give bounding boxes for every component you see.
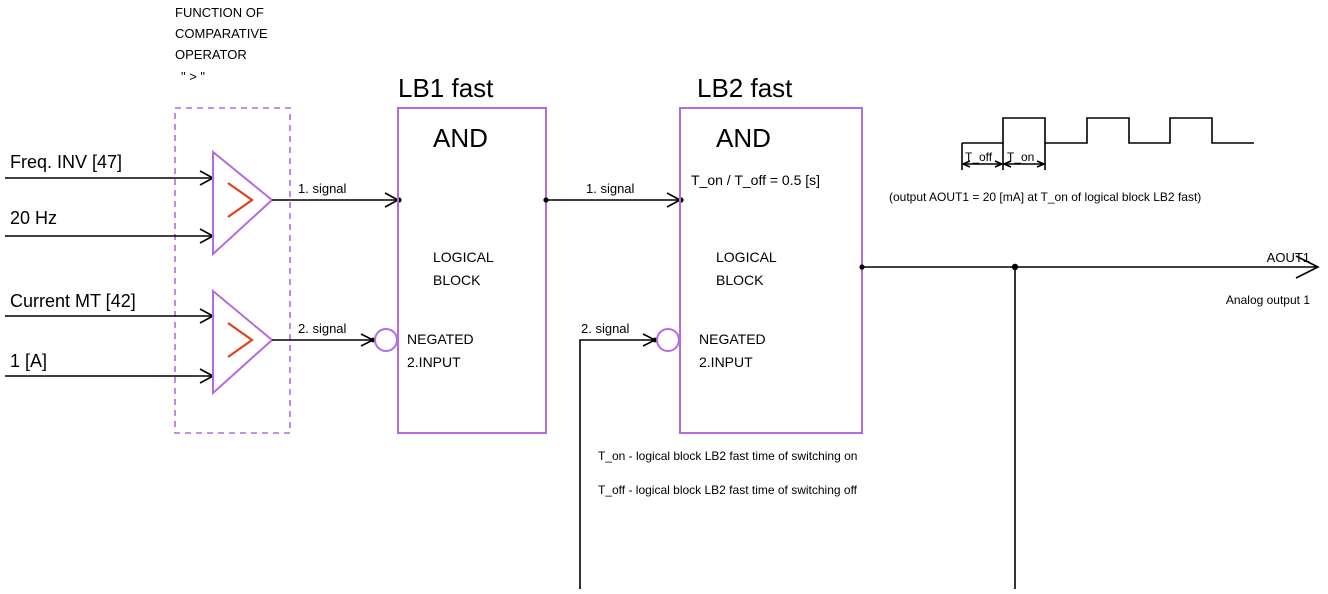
lb2-negated-line-1: NEGATED	[699, 331, 766, 347]
lb2-signal-2-label: 2. signal	[581, 321, 630, 336]
lb1-signal-1-label: 1. signal	[298, 181, 347, 196]
operator-title-line-1: FUNCTION OF	[175, 5, 264, 20]
comparator-group-frame	[174, 107, 291, 434]
greater-than-icon	[227, 182, 254, 218]
lb1-gate: AND	[433, 123, 488, 153]
t-on-arrow-left	[1001, 160, 1012, 168]
greater-than-icon	[227, 322, 254, 358]
input-labels: Freq. INV [47] 20 Hz Current MT [42] 1 […	[10, 152, 136, 371]
comparator-2	[212, 288, 274, 396]
lb1-body-line-1: LOGICAL	[433, 249, 494, 265]
aout1-label: AOUT1	[1267, 250, 1310, 265]
lb1-output-node	[543, 197, 549, 203]
lb1-title: LB1 fast	[398, 73, 494, 103]
t-on-label: T_on	[1007, 150, 1034, 164]
lb1-negation-circle	[374, 328, 398, 352]
operator-title: FUNCTION OF COMPARATIVE OPERATOR " > "	[175, 5, 268, 84]
lb1-negated-line-1: NEGATED	[407, 331, 474, 347]
legend-t-off: T_off - logical block LB2 fast time of s…	[598, 483, 858, 497]
comparator-1-triangle	[212, 149, 274, 257]
t-off-label: T_off	[965, 150, 993, 164]
output-note: (output AOUT1 = 20 [mA] at T_on of logic…	[889, 190, 1201, 204]
legend: T_on - logical block LB2 fast time of sw…	[598, 449, 858, 497]
lb1-body-line-2: BLOCK	[433, 272, 481, 288]
operator-title-line-2: COMPARATIVE	[175, 26, 268, 41]
operator-title-line-3: OPERATOR	[175, 47, 247, 62]
lb1-negated-line-2: 2.INPUT	[407, 354, 461, 370]
pulse-waveform	[962, 117, 1254, 144]
operator-title-line-4: " > "	[181, 69, 205, 84]
lb1-signal-2-label: 2. signal	[298, 321, 347, 336]
aout1-description: Analog output 1	[1226, 293, 1310, 307]
lb2-output-node	[859, 264, 865, 270]
feedback-wire	[579, 267, 1016, 589]
lb2-title: LB2 fast	[697, 73, 793, 103]
input-label-current: Current MT [42]	[10, 291, 136, 311]
input-label-freq: Freq. INV [47]	[10, 152, 122, 172]
lb2-block: LB2 fast AND T_on / T_off = 0.5 [s] LOGI…	[656, 73, 863, 434]
lb2-gate: AND	[716, 123, 771, 153]
lb2-frame	[679, 107, 863, 434]
lb2-body-line-1: LOGICAL	[716, 249, 777, 265]
lb2-signal-2-wire	[579, 339, 655, 589]
lb1-signal-labels: 1. signal 2. signal	[298, 181, 347, 336]
lb2-timing: T_on / T_off = 0.5 [s]	[691, 172, 820, 188]
feedback-junction-node	[1011, 263, 1019, 271]
comparator-1	[212, 149, 274, 257]
lb1-block: LB1 fast AND LOGICAL BLOCK NEGATED 2.INP…	[374, 73, 547, 434]
input-label-1a: 1 [A]	[10, 351, 47, 371]
legend-t-on: T_on - logical block LB2 fast time of sw…	[598, 449, 857, 463]
lb2-signal-1-label: 1. signal	[586, 181, 635, 196]
lb1-frame	[397, 107, 547, 434]
t-off-arrow-left	[960, 160, 971, 168]
lb2-body-line-2: BLOCK	[716, 272, 764, 288]
lb2-negation-circle	[656, 328, 680, 352]
lb2-negated-line-2: 2.INPUT	[699, 354, 753, 370]
timing-waveform: T_off T_on	[960, 117, 1254, 170]
input-label-20hz: 20 Hz	[10, 208, 57, 228]
input-wires	[5, 170, 215, 384]
t-on-arrow-right	[1036, 160, 1047, 168]
comparator-2-triangle	[212, 288, 274, 396]
output-wire	[859, 255, 1320, 279]
aout1-arrow	[1295, 255, 1320, 279]
